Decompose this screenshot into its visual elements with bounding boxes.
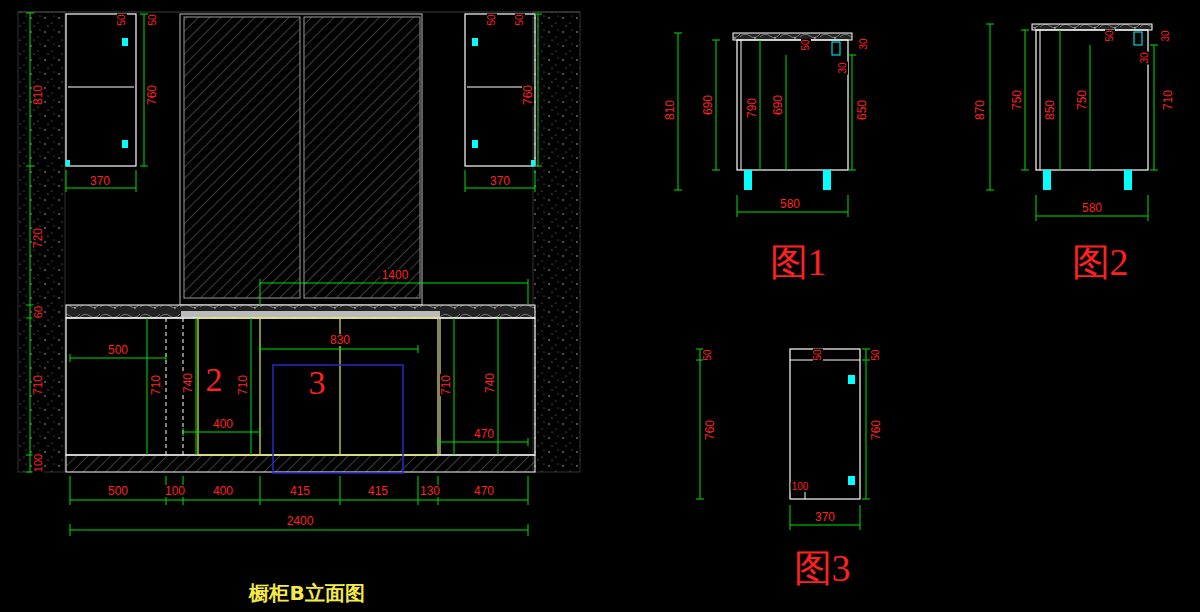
dimension-text: 740 (484, 372, 496, 394)
dimension-text: 50 (703, 348, 713, 361)
dimension-text: 750 (1011, 89, 1023, 111)
figure-caption: 图3 (793, 549, 852, 587)
dimension-text: 710 (1162, 89, 1174, 111)
dimension-text: 400 (212, 485, 234, 497)
dimension-text: 370 (89, 175, 111, 187)
dimension-text: 1400 (381, 269, 410, 281)
dimension-text: 500 (107, 344, 129, 356)
section-2 (986, 24, 1158, 221)
drawing-title: 橱柜B立面图 (248, 583, 365, 603)
dimension-text: 760 (870, 419, 882, 441)
dimension-text: 760 (522, 84, 534, 106)
dimension-text: 30 (1161, 29, 1171, 42)
dimension-text: 400 (212, 418, 234, 430)
dimension-text: 30 (838, 61, 848, 74)
dimension-text: 690 (702, 94, 714, 116)
dimension-text: 130 (419, 485, 441, 497)
dimension-text: 100 (791, 482, 810, 492)
dimension-text: 580 (779, 198, 801, 210)
dimension-text: 790 (746, 97, 758, 119)
dimension-text: 750 (1076, 89, 1088, 111)
dimension-text: 870 (974, 99, 986, 121)
dimension-text: 50 (148, 13, 158, 26)
dimension-text: 370 (814, 511, 836, 523)
dimension-text: 710 (150, 374, 162, 396)
dimension-text: 500 (107, 485, 129, 497)
dimension-text: 100 (33, 453, 44, 473)
dimension-text: 580 (1081, 202, 1103, 214)
dimension-text: 30 (859, 37, 869, 50)
elevation (18, 12, 580, 536)
dimension-text: 60 (33, 305, 44, 319)
section-1 (674, 33, 856, 217)
dimension-text: 50 (515, 13, 525, 26)
dimension-text: 710 (237, 374, 249, 396)
dimension-text: 30 (1140, 51, 1150, 64)
dimension-text: 690 (772, 94, 784, 116)
dimension-text: 760 (704, 419, 716, 441)
dimension-text: 850 (1044, 99, 1056, 121)
dimension-text: 650 (856, 99, 868, 121)
section-3 (696, 349, 870, 530)
dimension-text: 415 (367, 485, 389, 497)
dimension-text: 2400 (286, 515, 315, 527)
dimension-text: 50 (1105, 29, 1115, 42)
dimension-text: 810 (664, 99, 676, 121)
dimension-text: 710 (32, 374, 44, 396)
dimension-text: 810 (32, 84, 44, 106)
callout-number: 3 (308, 366, 327, 400)
dimension-text: 50 (117, 13, 127, 26)
dimension-text: 710 (440, 374, 452, 396)
dimension-text: 740 (182, 372, 194, 394)
figure-caption: 图2 (1071, 243, 1130, 281)
dimension-text: 50 (813, 348, 823, 361)
dimension-text: 720 (32, 227, 44, 249)
dimension-text: 100 (164, 485, 186, 497)
dimension-text: 50 (801, 38, 811, 51)
dimension-text: 50 (871, 348, 881, 361)
dimension-text: 470 (473, 485, 495, 497)
callout-number: 2 (205, 363, 224, 397)
dimension-text: 470 (473, 428, 495, 440)
dimension-text: 370 (489, 175, 511, 187)
dimension-text: 415 (289, 485, 311, 497)
figure-caption: 图1 (769, 243, 828, 281)
dimension-text: 760 (146, 84, 158, 106)
dimension-text: 830 (329, 334, 351, 346)
dimension-text: 50 (487, 13, 497, 26)
